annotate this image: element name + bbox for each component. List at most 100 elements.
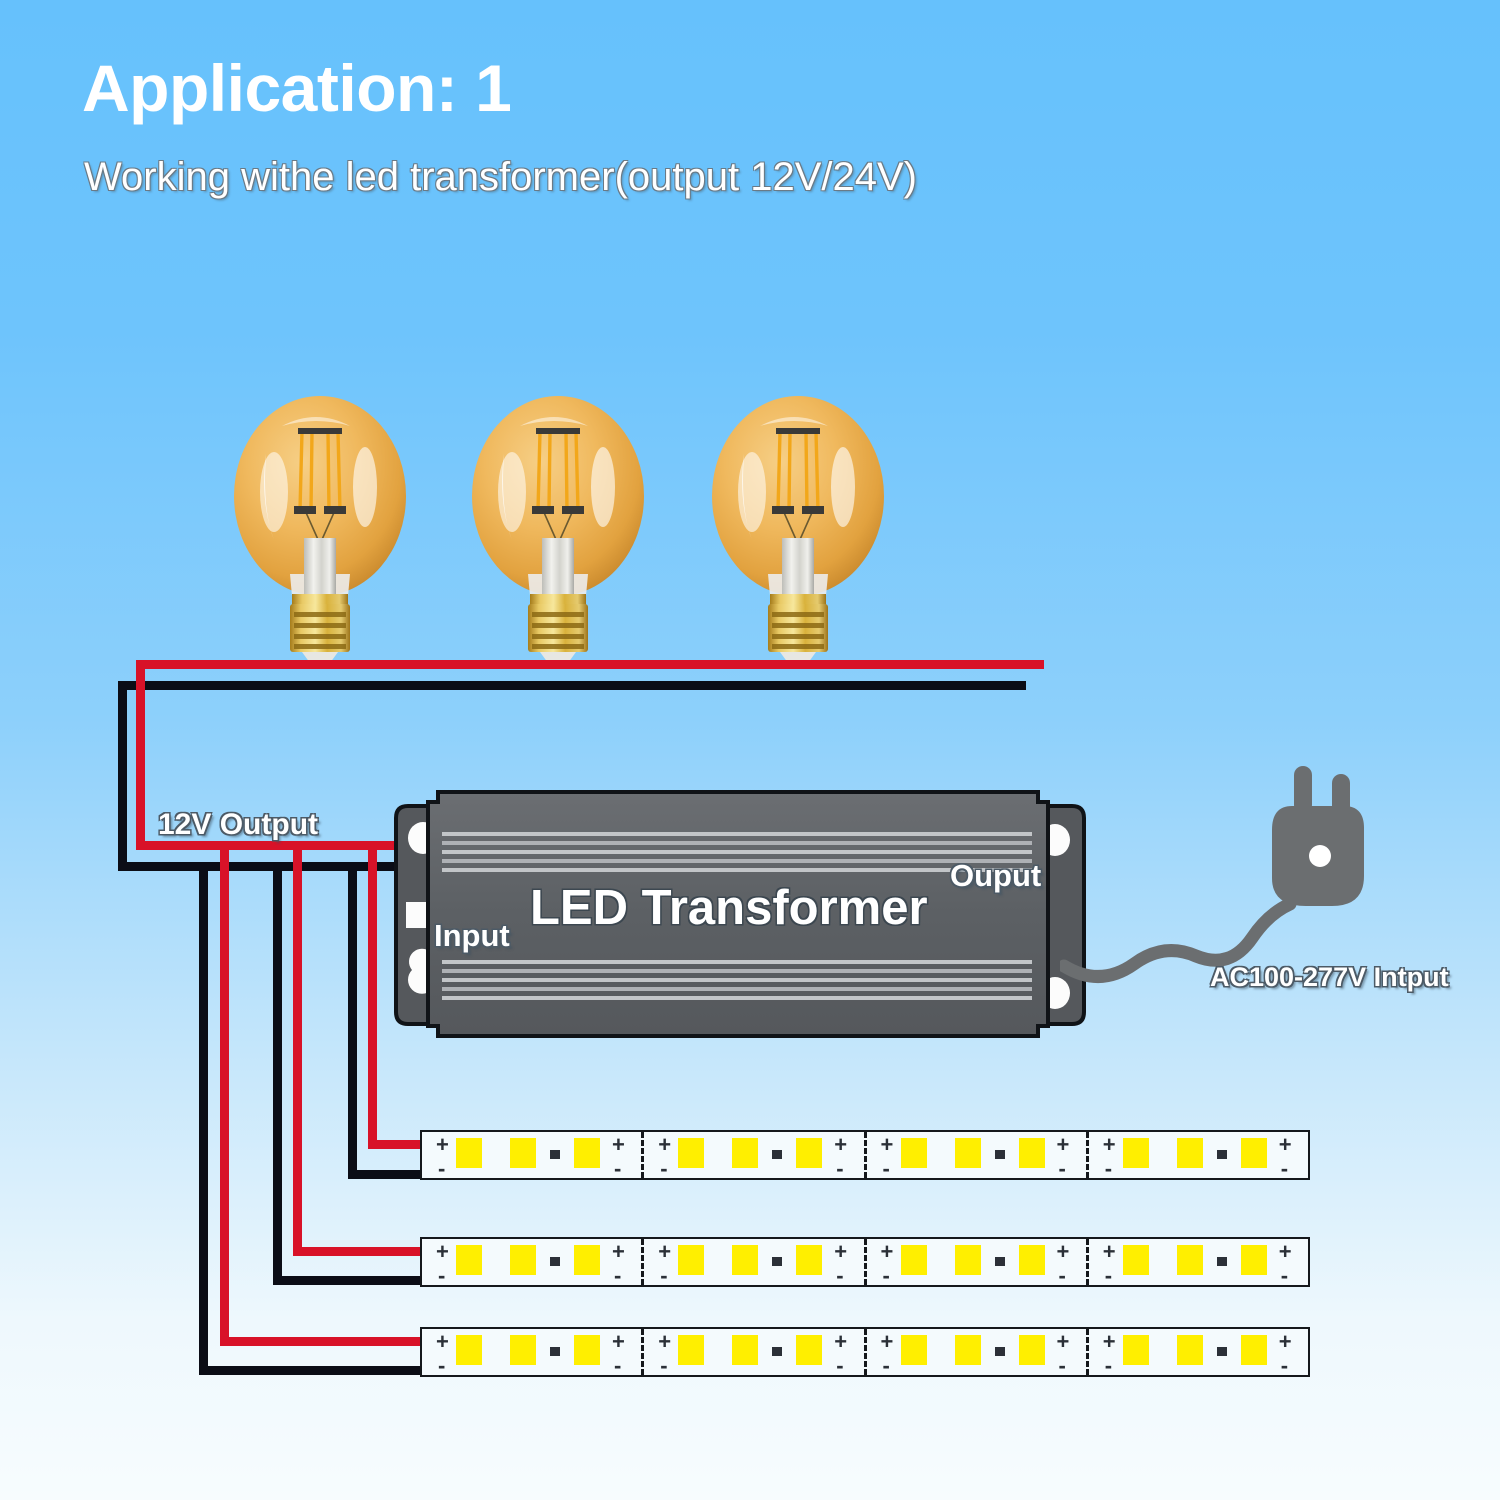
strip-segment: + - + -: [644, 1329, 867, 1377]
led-chip: [796, 1138, 823, 1168]
plus-marker: +: [1278, 1132, 1292, 1157]
bulb-negative-drop-wire: [118, 681, 127, 871]
led-bulb-1: [234, 396, 406, 663]
resistor: [550, 1347, 560, 1356]
minus-marker: -: [836, 1263, 844, 1288]
led-chip: [1240, 1335, 1267, 1365]
resistor: [994, 1150, 1005, 1159]
led-strip-bottom[interactable]: + - + - + - + - + - + -: [420, 1327, 1310, 1377]
strip1-negative-wire-horizontal: [348, 1170, 424, 1179]
strip1-positive-wire-horizontal: [368, 1140, 424, 1149]
led-chip: [1240, 1138, 1267, 1168]
plus-marker: +: [1056, 1239, 1070, 1264]
led-chip: [1018, 1245, 1045, 1275]
resistor: [1216, 1150, 1227, 1159]
resistor: [772, 1257, 783, 1266]
strip3-positive-wire-vertical: [220, 841, 229, 1337]
led-chip: [456, 1245, 482, 1275]
negative-rail: [118, 862, 450, 871]
plug-prong-left: [1294, 766, 1312, 814]
strip-segment: + - + -: [867, 1239, 1089, 1288]
strip3-negative-wire-vertical: [199, 862, 208, 1375]
strip-segment: + - + -: [422, 1132, 645, 1181]
led-chip: [732, 1335, 759, 1365]
minus-marker: -: [882, 1156, 890, 1181]
led-chip: [900, 1245, 927, 1275]
bulb-positive-drop-wire: [136, 660, 145, 850]
minus-marker: -: [438, 1263, 446, 1288]
minus-marker: -: [614, 1156, 622, 1181]
led-chip: [954, 1138, 981, 1168]
led-transformer: [394, 790, 1086, 1038]
led-chip: [1176, 1138, 1203, 1168]
resistor: [1216, 1347, 1227, 1356]
minus-marker: -: [836, 1156, 844, 1181]
strip1-negative-wire-vertical: [348, 862, 357, 1179]
led-chip: [574, 1245, 600, 1275]
led-chip: [456, 1335, 482, 1365]
led-chip: [574, 1138, 600, 1168]
resistor: [772, 1150, 783, 1159]
strip1-positive-wire-vertical: [368, 841, 377, 1141]
minus-marker: -: [1104, 1156, 1113, 1181]
strip-segment: + - + -: [644, 1239, 867, 1288]
led-chip: [574, 1335, 600, 1365]
transformer-top-fins: [442, 832, 1032, 872]
bulb-negative-bus-wire: [118, 681, 1026, 690]
minus-marker: -: [1280, 1156, 1289, 1181]
strip2-positive-wire-vertical: [293, 841, 302, 1247]
minus-marker: -: [1104, 1353, 1113, 1378]
led-bulb-2: [472, 396, 644, 663]
led-chip: [732, 1138, 759, 1168]
strip-segment: + - + -: [1089, 1132, 1308, 1181]
minus-marker: -: [882, 1263, 890, 1288]
plus-marker: +: [658, 1132, 672, 1157]
plus-marker: +: [612, 1132, 625, 1157]
strip-segment: + - + -: [867, 1329, 1089, 1377]
power-cord: [1060, 897, 1297, 983]
plus-marker: +: [1102, 1239, 1116, 1264]
led-chip: [954, 1335, 981, 1365]
positive-rail: [136, 841, 448, 850]
strip-segment: + - + -: [1089, 1329, 1308, 1378]
plus-marker: +: [658, 1239, 672, 1264]
plus-marker: +: [1056, 1132, 1070, 1157]
strip-segment: + - + -: [1089, 1239, 1308, 1288]
resistor: [1216, 1257, 1227, 1266]
ac-power-plug: [1060, 766, 1364, 983]
strip3-negative-wire-horizontal: [199, 1366, 424, 1375]
led-chip: [1240, 1245, 1267, 1275]
minus-marker: -: [1104, 1263, 1113, 1288]
output-voltage-label: 12V Output: [158, 808, 319, 841]
led-chip: [900, 1335, 927, 1365]
plus-marker: +: [880, 1239, 894, 1264]
plus-marker: +: [834, 1132, 848, 1157]
transformer-input-label: Input: [434, 918, 510, 953]
ac-input-label: AC100-277V Intput: [1210, 962, 1449, 992]
led-strip-middle[interactable]: + - + - + - + - + - + -: [420, 1237, 1310, 1287]
minus-marker: -: [1280, 1263, 1289, 1288]
minus-marker: -: [1058, 1263, 1066, 1288]
plus-marker: +: [436, 1329, 449, 1354]
transformer-bottom-fins: [442, 960, 1032, 1000]
plus-marker: +: [1102, 1329, 1116, 1354]
led-chip: [796, 1335, 823, 1365]
minus-marker: -: [438, 1156, 446, 1181]
minus-marker: -: [1058, 1156, 1066, 1181]
strip2-negative-wire-vertical: [273, 862, 282, 1285]
led-chip: [678, 1335, 705, 1365]
plus-marker: +: [1278, 1239, 1292, 1264]
led-chip: [456, 1138, 482, 1168]
plus-marker: +: [436, 1132, 449, 1157]
minus-marker: -: [1280, 1353, 1289, 1378]
resistor: [772, 1347, 783, 1356]
plus-marker: +: [1278, 1329, 1292, 1354]
strip2-positive-wire-horizontal: [293, 1247, 424, 1256]
resistor: [550, 1150, 560, 1159]
minus-marker: -: [660, 1263, 668, 1288]
led-chip: [678, 1138, 705, 1168]
led-chip: [900, 1138, 927, 1168]
led-strip-top[interactable]: + - + - + - + - + - + -: [420, 1130, 1310, 1180]
led-chip: [1176, 1245, 1203, 1275]
led-chip: [1122, 1245, 1149, 1275]
